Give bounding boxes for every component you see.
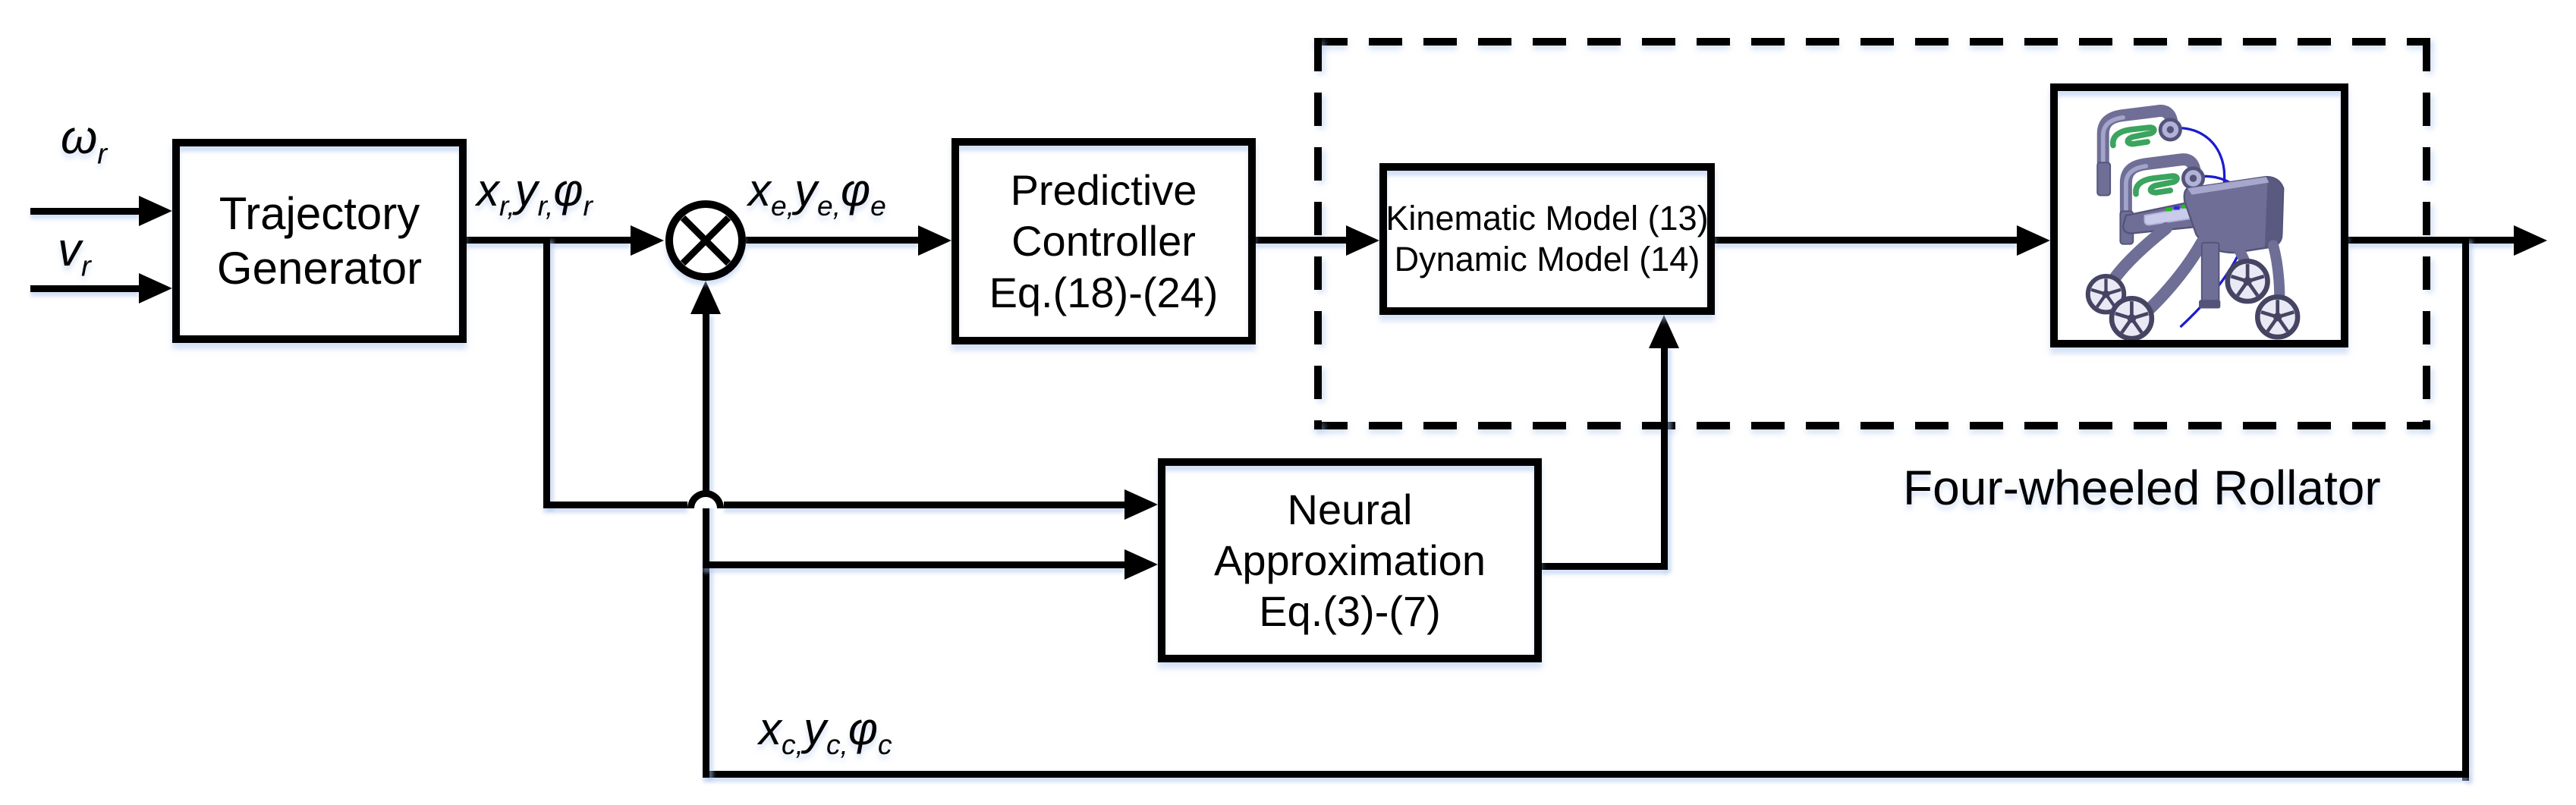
label-pose-reference: xr,yr,φr <box>477 165 593 222</box>
wire-jump-arc <box>687 490 724 508</box>
block-label: Dynamic Model (14) <box>1394 240 1700 278</box>
wire-reference-branch-vertical <box>543 237 550 508</box>
cross-multiply-icon <box>680 215 731 266</box>
wire-omega-input <box>30 208 139 215</box>
rollator-image-box <box>2050 83 2348 347</box>
sum-junction <box>665 200 746 281</box>
wire-output <box>2348 237 2514 244</box>
arrowhead-output <box>2514 225 2547 256</box>
wire-feedback-left-vertical <box>703 313 709 778</box>
arrowhead-into-controller <box>918 225 951 256</box>
block-label: Neural <box>1287 485 1413 533</box>
arrowhead-into-model-bottom <box>1649 315 1679 348</box>
arrowhead-omega-input <box>139 196 172 226</box>
wire-neural-input1-right <box>724 502 1124 508</box>
block-predictive-controller: Predictive Controller Eq.(18)-(24) <box>951 138 1256 344</box>
arrowhead-into-model <box>1346 225 1379 256</box>
wire-pose-error <box>746 237 918 244</box>
dashed-boundary-left <box>1314 38 1322 429</box>
block-label: Eq.(3)-(7) <box>1259 587 1441 636</box>
wire-control-signal <box>1256 237 1346 244</box>
wire-model-to-rollator <box>1715 237 2017 244</box>
block-trajectory-generator: Trajectory Generator <box>172 139 467 343</box>
label-omega-ref: ωr <box>61 112 108 171</box>
wire-neural-input1-left <box>543 502 687 508</box>
wire-feedback-right-vertical <box>2462 237 2469 781</box>
arrowhead-into-sum-left <box>631 225 664 256</box>
caption-four-wheeled-rollator: Four-wheeled Rollator <box>1903 461 2381 515</box>
arrowhead-into-sum-bottom <box>690 281 721 314</box>
wire-v-input <box>30 285 139 292</box>
rollator-icon <box>2058 91 2341 340</box>
wire-neural-output-horizontal <box>1542 563 1668 570</box>
dashed-boundary-bottom <box>1314 422 2430 429</box>
dashed-boundary-right <box>2423 38 2430 429</box>
block-label: Trajectory <box>219 187 420 239</box>
block-label: Kinematic Model (13) <box>1386 199 1709 237</box>
block-label: Eq.(18)-(24) <box>989 268 1219 316</box>
wire-neural-output-vertical <box>1661 345 1668 570</box>
arrowhead-into-rollator <box>2017 225 2050 256</box>
dashed-boundary-top <box>1314 38 2430 46</box>
block-neural-approximation: Neural Approximation Eq.(3)-(7) <box>1158 458 1542 662</box>
arrowhead-v-input <box>139 273 172 303</box>
block-robot-model: Kinematic Model (13) Dynamic Model (14) <box>1379 163 1715 315</box>
block-label: Controller <box>1011 217 1196 266</box>
arrowhead-neural-input1 <box>1124 489 1158 520</box>
wire-feedback-bottom <box>703 771 2469 778</box>
block-label: Approximation <box>1214 536 1486 584</box>
block-label: Generator <box>216 242 423 294</box>
arrowhead-neural-input2 <box>1124 549 1158 580</box>
label-v-ref: vr <box>58 224 91 283</box>
wire-neural-input2 <box>703 561 1124 568</box>
block-label: Predictive <box>1010 166 1197 215</box>
label-pose-actual: xc,yc,φc <box>759 703 892 760</box>
label-pose-error: xe,ye,φe <box>748 165 886 222</box>
